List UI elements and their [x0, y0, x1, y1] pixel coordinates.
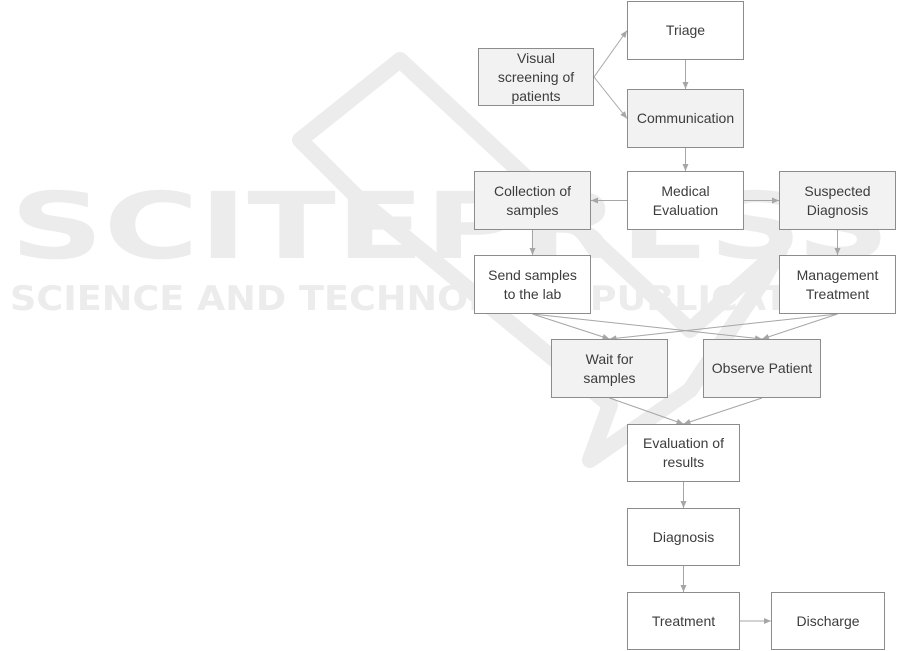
send-samples-step: Send samples to the lab: [474, 255, 591, 314]
visual-screening-step: Visual screening of patients: [478, 48, 594, 106]
suspected-diagnosis-step: Suspected Diagnosis: [779, 171, 896, 230]
treatment-label: Treatment: [652, 612, 715, 631]
management-treatment-step: Management Treatment: [779, 255, 896, 314]
connector-wait-for-samples-to-evaluation-of-results: [610, 398, 684, 424]
wait-for-samples-label: Wait for samples: [583, 350, 635, 388]
discharge-step: Discharge: [771, 592, 885, 650]
observe-patient-label: Observe Patient: [712, 359, 812, 378]
communication-step: Communication: [627, 89, 744, 148]
triage-step: Triage: [627, 1, 744, 60]
visual-screening-label: Visual screening of patients: [498, 49, 574, 106]
collection-of-samples-label: Collection of samples: [494, 182, 571, 220]
discharge-label: Discharge: [796, 612, 859, 631]
diagnosis-label: Diagnosis: [653, 528, 714, 547]
diagnosis-step: Diagnosis: [627, 508, 740, 566]
medical-evaluation-step: Medical Evaluation: [627, 171, 744, 230]
connector-visual-screening-to-communication: [594, 77, 627, 119]
evaluation-of-results-label: Evaluation of results: [643, 434, 724, 472]
suspected-diagnosis-label: Suspected Diagnosis: [804, 182, 870, 220]
treatment-step: Treatment: [627, 592, 740, 650]
connector-observe-patient-to-evaluation-of-results: [684, 398, 763, 424]
wait-for-samples-step: Wait for samples: [551, 339, 668, 398]
management-treatment-label: Management Treatment: [797, 266, 879, 304]
observe-patient-step: Observe Patient: [703, 339, 821, 398]
evaluation-of-results-step: Evaluation of results: [627, 424, 740, 482]
send-samples-label: Send samples to the lab: [488, 266, 577, 304]
collection-of-samples-step: Collection of samples: [474, 171, 591, 230]
connector-visual-screening-to-triage: [594, 31, 627, 78]
medical-evaluation-label: Medical Evaluation: [653, 182, 718, 220]
communication-label: Communication: [637, 109, 734, 128]
triage-label: Triage: [666, 21, 705, 40]
